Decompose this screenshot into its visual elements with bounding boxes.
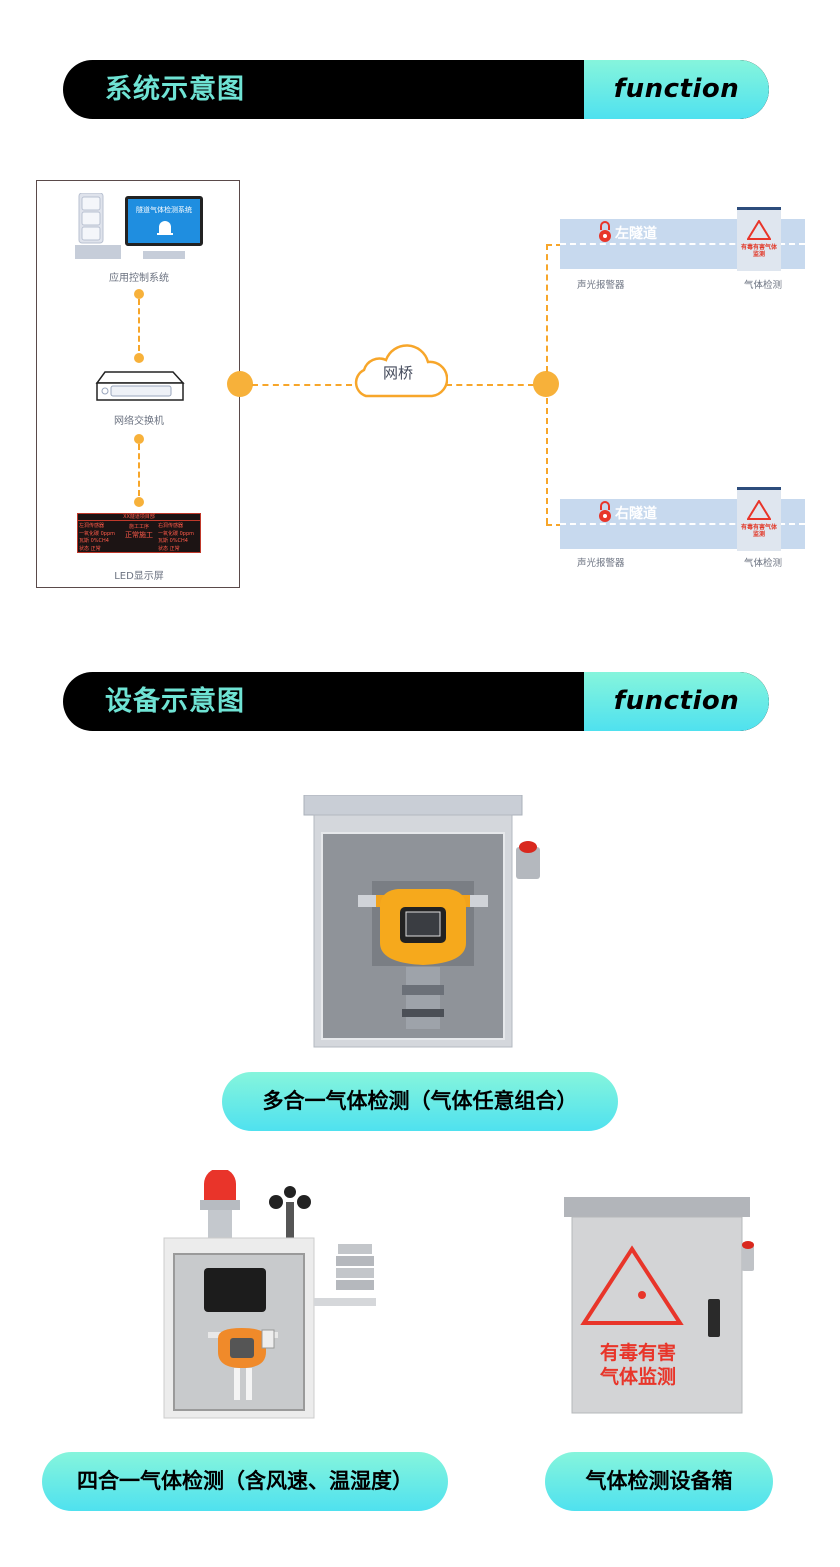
alarm-label: 声光报警器 (577, 558, 625, 569)
link-line (546, 398, 548, 524)
lane-marking (560, 523, 805, 525)
link-line (546, 524, 562, 526)
gas-detection-box-image: 有毒有害 气体监测 (564, 1197, 754, 1414)
led-cell: 状态 正常 (79, 545, 101, 552)
device-caption-four-in-one: 四合一气体检测（含风速、温湿度） (42, 1452, 448, 1511)
warning-triangle-icon (747, 220, 771, 240)
link-line (138, 299, 140, 351)
tunnel-name: 右隧道 (615, 506, 657, 522)
section-title: 设备示意图 (105, 686, 245, 717)
led-cell: 左洞传感器 (79, 523, 105, 529)
warning-triangle-icon (747, 500, 771, 520)
system-diagram: 隧道气体检测系统 应用控制系统 网络交换机 XX隧道项目部 左洞传感器 一氧化碳… (30, 172, 810, 602)
link-dot (134, 434, 144, 444)
panel-connector-dot (227, 371, 253, 397)
device-caption-multi: 多合一气体检测（气体任意组合） (222, 1072, 618, 1131)
monitor: 隧道气体检测系统 (125, 196, 203, 246)
led-cell: 瓦斯 0%CH4 (79, 538, 109, 544)
detector-label: 气体检测 (744, 558, 783, 569)
tunnel-left: 左隧道 有毒有害气体监测 (560, 207, 805, 271)
function-tag: function (584, 672, 769, 731)
led-label: LED显示屏 (114, 571, 164, 582)
tunnel-right: 右隧道 有毒有害气体监测 (560, 487, 805, 551)
led-cell: 状态 正常 (158, 545, 180, 552)
led-center: 施工工序 正常施工 (122, 523, 156, 539)
screen-title: 隧道气体检测系统 (136, 206, 192, 214)
tunnel-connector-dot (533, 371, 559, 397)
led-cell: 一氧化碳 0ppm (158, 530, 194, 537)
sound-light-alarm-icon (599, 221, 611, 242)
sound-light-alarm-icon (599, 501, 611, 522)
link-line (546, 244, 548, 372)
alarm-light-icon (157, 221, 173, 235)
led-display: XX隧道项目部 左洞传感器 一氧化碳 0ppm 瓦斯 0%CH4 状态 正常 施… (77, 513, 201, 553)
led-cell: 正常施工 (125, 531, 153, 539)
tunnel-name: 左隧道 (615, 226, 657, 242)
section-header-device: 设备示意图 function (63, 672, 769, 731)
led-header: XX隧道项目部 (78, 514, 200, 521)
led-left: 左洞传感器 一氧化碳 0ppm 瓦斯 0%CH4 状态 正常 (79, 523, 121, 553)
control-system-label: 应用控制系统 (109, 273, 169, 284)
cabinet-sign: 有毒有害气体监测 (741, 244, 778, 258)
link-line (446, 384, 534, 386)
control-room-panel: 隧道气体检测系统 应用控制系统 网络交换机 XX隧道项目部 左洞传感器 一氧化碳… (36, 180, 240, 588)
network-switch-icon (95, 371, 185, 401)
multi-gas-detector-image (303, 795, 540, 1048)
server-icon (75, 193, 121, 259)
section-title: 系统示意图 (105, 74, 245, 105)
box-sign-line1: 有毒有害 (600, 1341, 676, 1364)
function-tag: function (584, 60, 769, 119)
led-cell: 施工工序 (128, 524, 149, 530)
led-right: 右洞传感器 一氧化碳 0ppm 瓦斯 0%CH4 状态 正常 (158, 523, 200, 553)
link-line (546, 244, 562, 246)
section-header-system: 系统示意图 function (63, 60, 769, 119)
bridge-cloud: 网桥 (348, 340, 449, 400)
four-in-one-detector-image (163, 1170, 376, 1419)
box-sign-line2: 气体监测 (599, 1365, 676, 1388)
alarm-label: 声光报警器 (577, 280, 625, 291)
link-dot (134, 289, 144, 299)
detector-label: 气体检测 (744, 280, 783, 291)
gas-detector-cabinet: 有毒有害气体监测 (737, 207, 781, 271)
switch-label: 网络交换机 (114, 416, 164, 427)
cloud-icon (354, 344, 449, 398)
lane-marking (560, 243, 805, 245)
link-line (138, 444, 140, 496)
monitor-stand (143, 251, 185, 259)
bridge-label: 网桥 (382, 364, 413, 382)
led-cell: 右洞传感器 (158, 523, 184, 529)
led-cell: 瓦斯 0%CH4 (158, 538, 188, 544)
link-line (252, 384, 352, 386)
led-cell: 一氧化碳 0ppm (79, 530, 115, 537)
gas-detector-cabinet: 有毒有害气体监测 (737, 487, 781, 551)
link-dot (134, 353, 144, 363)
device-caption-box: 气体检测设备箱 (545, 1452, 773, 1511)
link-dot (134, 497, 144, 507)
cabinet-sign: 有毒有害气体监测 (741, 524, 778, 538)
